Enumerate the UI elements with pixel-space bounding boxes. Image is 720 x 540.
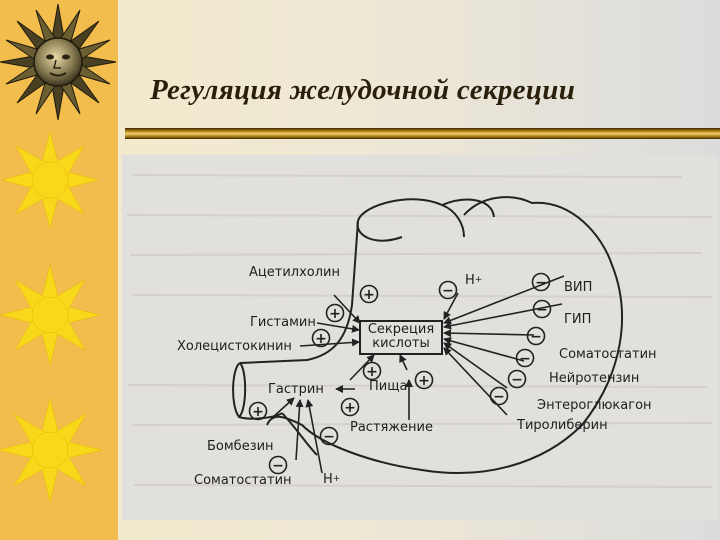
minus-icon <box>319 426 339 446</box>
label-vip: ВИП <box>564 280 593 295</box>
svg-text:−: − <box>493 389 505 405</box>
svg-text:−: − <box>530 329 542 345</box>
svg-text:−: − <box>272 458 284 474</box>
minus-icon <box>507 369 527 389</box>
label-gip: ГИП <box>564 312 592 327</box>
svg-text:−: − <box>535 275 547 291</box>
label-enteroglucagon: Энтероглюкагон <box>537 398 652 413</box>
slide-title: Регуляция желудочной секреции <box>150 74 576 106</box>
decorative-sidebar <box>0 0 118 540</box>
sun-ornaments <box>0 3 117 503</box>
stomach-diagram: +++ −−− −−− −++ ++− − Секреция кислоты А… <box>122 155 718 520</box>
minus-icon <box>438 280 458 300</box>
plus-icon <box>311 328 331 348</box>
svg-text:+: + <box>418 373 430 389</box>
svg-text:+: + <box>366 364 378 380</box>
svg-text:−: − <box>323 429 335 445</box>
diagram-lines: +++ −−− −−− −++ ++− − <box>126 174 713 488</box>
minus-icon <box>532 299 552 319</box>
label-gastrin: Гастрин <box>268 382 324 397</box>
plus-icon <box>414 370 434 390</box>
sun-icon <box>0 397 103 503</box>
box-line-1: Секреция <box>367 322 435 337</box>
svg-text:+: + <box>315 331 327 347</box>
plus-icon <box>340 397 360 417</box>
label-cholecystokinin: Холецистокинин <box>177 339 292 354</box>
minus-icon <box>531 272 551 292</box>
svg-text:+: + <box>252 404 264 420</box>
sun-icon <box>1 131 99 229</box>
label-somatostatin-bottom: Соматостатин <box>194 473 292 488</box>
label-acetylcholine: Ацетилхолин <box>249 265 340 280</box>
plus-icon <box>248 401 268 421</box>
sun-face-icon <box>0 3 117 121</box>
svg-text:−: − <box>442 283 454 299</box>
label-h-ion-bottom: H+ <box>323 472 341 487</box>
label-histamine: Гистамин <box>250 315 316 330</box>
minus-icon <box>489 386 509 406</box>
svg-text:+: + <box>363 287 375 303</box>
label-h-ion-top: H+ <box>465 273 483 288</box>
label-food: Пища <box>369 379 408 394</box>
sun-icon <box>0 264 101 366</box>
plus-icon <box>359 284 379 304</box>
acid-secretion-label: Секреция кислоты <box>362 323 440 351</box>
minus-icon <box>526 326 546 346</box>
acid-secretion-box <box>359 320 443 355</box>
label-thyroliberin: Тиролиберин <box>517 418 608 433</box>
box-line-2: кислоты <box>372 336 430 351</box>
svg-text:−: − <box>519 351 531 367</box>
plus-icon <box>362 361 382 381</box>
label-somatostatin-right: Соматостатин <box>559 347 657 362</box>
label-distension: Растяжение <box>350 420 434 435</box>
minus-icon <box>268 455 288 475</box>
svg-text:+: + <box>329 306 341 322</box>
plus-icon <box>325 303 345 323</box>
gold-divider <box>125 128 720 139</box>
svg-text:+: + <box>344 400 356 416</box>
label-neurotensin: Нейротензин <box>549 371 640 386</box>
label-bombesin: Бомбезин <box>207 439 274 454</box>
minus-icon <box>515 348 535 368</box>
svg-text:−: − <box>536 302 548 318</box>
svg-text:−: − <box>511 372 523 388</box>
